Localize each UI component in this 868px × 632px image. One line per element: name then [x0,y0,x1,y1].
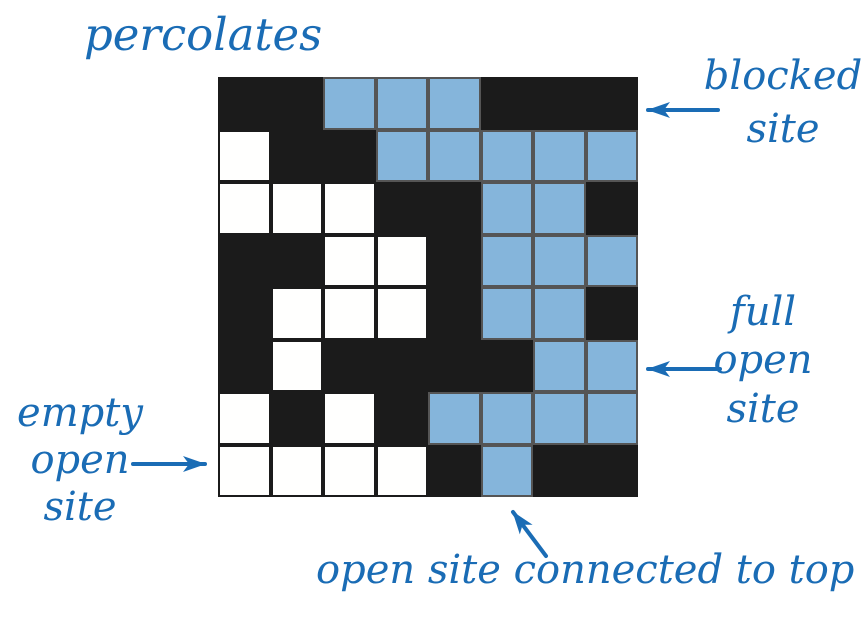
grid-cell-empty-open [323,182,376,235]
grid-cell-full-open [533,339,586,392]
grid-cell-empty-open [270,444,323,497]
label-full-open-site-line3: site [726,385,800,432]
grid-cell-empty-open [218,444,271,497]
grid-cell-blocked [428,182,481,235]
grid-cell-blocked [270,234,323,287]
label-blocked-site-line1: blocked [703,53,863,99]
grid-cell-full-open [480,129,533,182]
grid-cell-blocked [375,182,428,235]
grid-cell-full-open [375,129,428,182]
grid-cell-blocked [323,339,376,392]
grid-cell-full-open [428,392,481,445]
label-blocked-site-line2: site [746,106,820,153]
grid-cell-empty-open [270,182,323,235]
grid-cell-empty-open [218,129,271,182]
grid-cell-empty-open [323,234,376,287]
grid-cell-empty-open [375,287,428,340]
grid-cell-full-open [585,339,638,392]
label-full-open-site-line1: full [729,289,797,335]
diagram-title: percolates [84,8,323,61]
grid-cell-blocked [428,287,481,340]
label-empty-open-site-line1: empty [17,390,143,436]
grid-cell-blocked [585,287,638,340]
grid-cell-blocked [270,129,323,182]
percolation-grid [218,77,638,497]
grid-cell-full-open [585,234,638,287]
grid-cell-full-open [533,287,586,340]
grid-cell-full-open [533,129,586,182]
grid-cell-full-open [480,182,533,235]
label-empty-open-site-line2: open [30,436,130,483]
label-empty-open-site: empty open site [2,390,158,530]
grid-cell-full-open [323,77,376,130]
grid-cell-full-open [533,392,586,445]
grid-cell-empty-open [218,182,271,235]
grid-cell-full-open [480,444,533,497]
grid-cell-empty-open [323,287,376,340]
label-blocked-site: blocked site [698,50,868,156]
grid-cell-blocked [323,129,376,182]
grid-cell-blocked [218,287,271,340]
grid-cell-blocked [533,77,586,130]
grid-cell-blocked [428,444,481,497]
label-empty-open-site-line3: site [43,483,117,530]
grid-cell-full-open [375,77,428,130]
grid-cell-full-open [480,287,533,340]
label-full-open-site-line2: open [713,337,813,384]
grid-cell-blocked [428,339,481,392]
grid-cell-empty-open [323,444,376,497]
grid-cell-empty-open [270,339,323,392]
grid-cell-blocked [533,444,586,497]
grid-cell-blocked [270,392,323,445]
grid-cell-blocked [585,77,638,130]
grid-cell-full-open [428,77,481,130]
grid-cell-empty-open [270,287,323,340]
grid-cell-blocked [428,234,481,287]
grid-cell-empty-open [323,392,376,445]
grid-cell-empty-open [218,392,271,445]
grid-cell-blocked [375,339,428,392]
label-open-site-connected-to-top: open site connected to top [316,547,855,593]
grid-cell-full-open [533,182,586,235]
grid-cell-blocked [585,444,638,497]
grid-cell-full-open [533,234,586,287]
label-full-open-site: full open site [680,288,846,433]
grid-cell-blocked [270,77,323,130]
grid-cell-full-open [480,392,533,445]
grid-cell-full-open [480,234,533,287]
grid-cell-empty-open [375,444,428,497]
grid-cell-empty-open [375,234,428,287]
grid-cell-blocked [218,339,271,392]
grid-cell-full-open [585,129,638,182]
grid-cell-blocked [375,392,428,445]
grid-cell-blocked [585,182,638,235]
grid-cell-blocked [218,77,271,130]
grid-cell-blocked [480,339,533,392]
grid-cell-blocked [218,234,271,287]
grid-cell-full-open [585,392,638,445]
grid-cell-blocked [480,77,533,130]
grid-cell-full-open [428,129,481,182]
